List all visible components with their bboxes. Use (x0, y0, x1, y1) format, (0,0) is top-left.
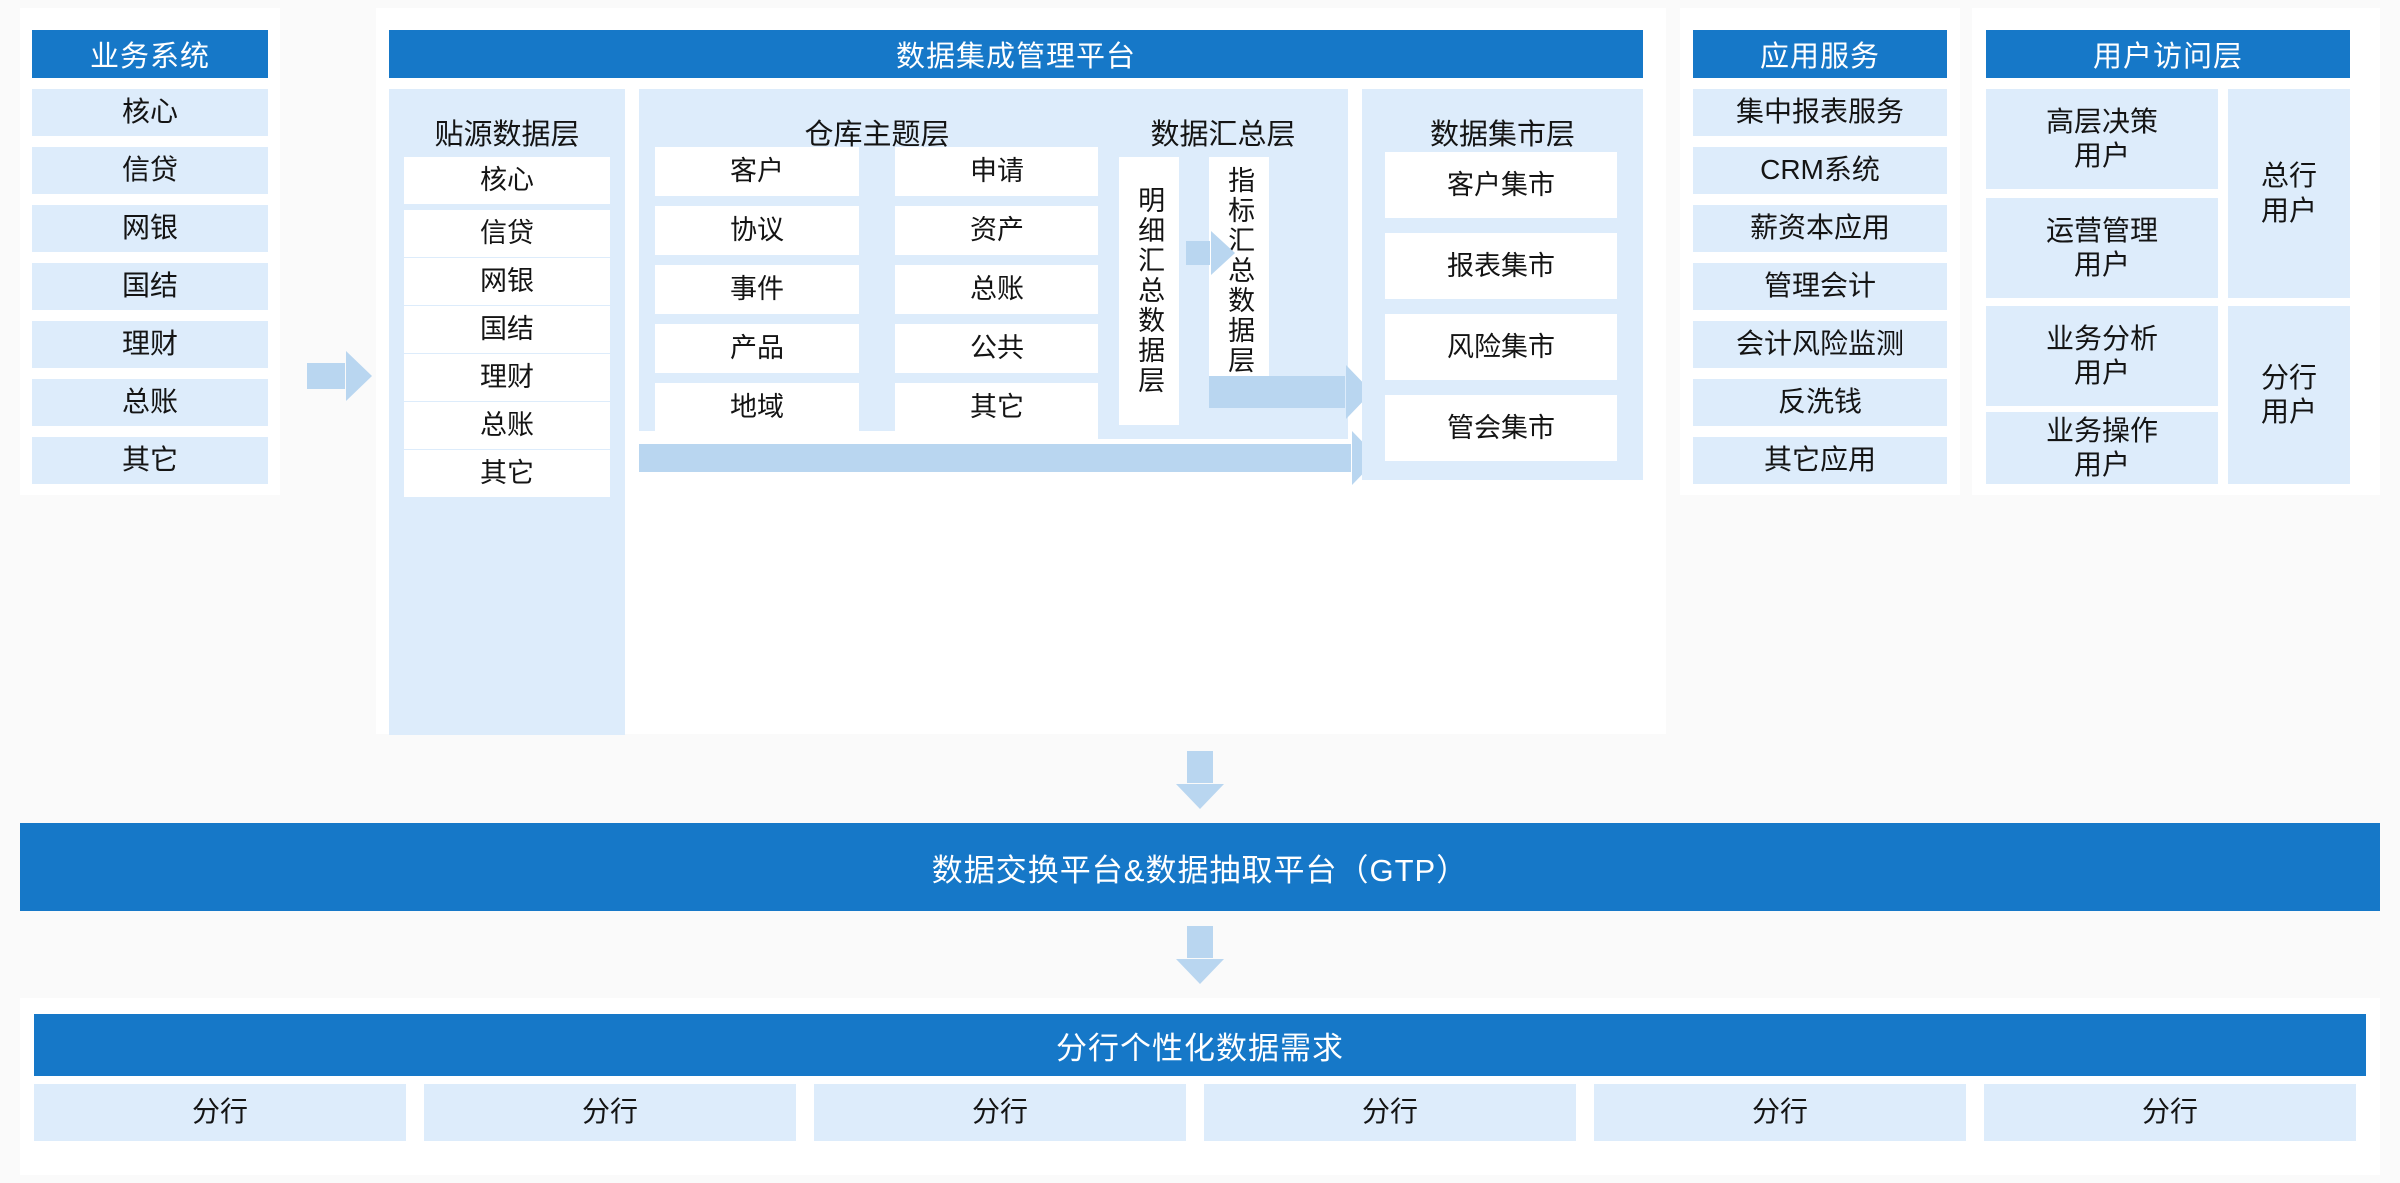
warehouse-theme-item[interactable]: 公共 (895, 324, 1099, 373)
warehouse-theme-item[interactable]: 申请 (895, 147, 1099, 196)
app-service-item[interactable]: 管理会计 (1693, 263, 1947, 310)
business-system-item[interactable]: 核心 (32, 89, 268, 136)
arrow-detail-to-index (1186, 241, 1210, 265)
branch-box[interactable]: 分行 (1204, 1084, 1576, 1141)
branch-box[interactable]: 分行 (1984, 1084, 2356, 1141)
application-services-header: 应用服务 (1693, 30, 1947, 78)
user-group-box[interactable]: 总行 用户 (2228, 89, 2350, 298)
source-layer-item[interactable]: 国结 (404, 306, 610, 353)
app-service-item[interactable]: CRM系统 (1693, 147, 1947, 194)
business-systems-panel: 业务系统 核心 信贷 网银 国结 理财 总账 其它 (20, 8, 280, 495)
warehouse-theme-item[interactable]: 协议 (655, 206, 859, 255)
branch-box[interactable]: 分行 (34, 1084, 406, 1141)
arrow-source-to-platform (307, 363, 345, 389)
source-data-layer-group: 贴源数据层 核心 信贷 网银 国结 理财 总账 其它 (389, 89, 625, 735)
arrow-platform-to-exchange (1187, 751, 1213, 783)
app-service-item[interactable]: 其它应用 (1693, 437, 1947, 484)
warehouse-theme-item[interactable]: 产品 (655, 324, 859, 373)
source-layer-item[interactable]: 总账 (404, 402, 610, 449)
branch-box[interactable]: 分行 (814, 1084, 1186, 1141)
branch-needs-bar: 分行个性化数据需求 (34, 1014, 2366, 1076)
user-role-box[interactable]: 高层决策 用户 (1986, 89, 2218, 189)
data-mart-item[interactable]: 客户集市 (1385, 152, 1617, 218)
user-role-box[interactable]: 业务操作 用户 (1986, 412, 2218, 484)
platform-header: 数据集成管理平台 (389, 30, 1643, 78)
app-service-item[interactable]: 会计风险监测 (1693, 321, 1947, 368)
application-services-panel: 应用服务 集中报表服务 CRM系统 薪资本应用 管理会计 会计风险监测 反洗钱 … (1680, 8, 1960, 495)
business-system-item[interactable]: 网银 (32, 205, 268, 252)
warehouse-theme-item[interactable]: 地域 (655, 383, 859, 432)
exchange-platform-panel: 数据交换平台&数据抽取平台（GTP） (20, 823, 2380, 911)
source-layer-item[interactable]: 理财 (404, 354, 610, 401)
exchange-platform-bar: 数据交换平台&数据抽取平台（GTP） (20, 823, 2380, 911)
data-mart-layer-title: 数据集市层 (1429, 119, 1575, 151)
warehouse-theme-item[interactable]: 其它 (895, 383, 1099, 432)
user-group-box[interactable]: 分行 用户 (2228, 306, 2350, 484)
business-system-item[interactable]: 信贷 (32, 147, 268, 194)
user-access-layer-panel: 用户访问层 高层决策 用户 运营管理 用户 业务分析 用户 业务操作 用户 总行… (1972, 8, 2380, 495)
warehouse-theme-item[interactable]: 事件 (655, 265, 859, 314)
business-systems-header: 业务系统 (32, 30, 268, 78)
user-access-layer-header: 用户访问层 (1986, 30, 2350, 78)
branch-box[interactable]: 分行 (1594, 1084, 1966, 1141)
source-layer-item[interactable]: 网银 (404, 258, 610, 305)
business-system-item[interactable]: 理财 (32, 321, 268, 368)
detail-summary-data-layer-label: 明细汇总数据层 (1134, 186, 1165, 396)
arrow-source-to-mart-long (639, 444, 1351, 472)
source-layer-item[interactable]: 信贷 (404, 210, 610, 257)
warehouse-theme-item[interactable]: 资产 (895, 206, 1099, 255)
warehouse-theme-layer-title: 仓库主题层 (804, 119, 950, 151)
data-mart-layer-group: 数据集市层 客户集市 报表集市 风险集市 管会集市 (1362, 89, 1643, 480)
data-mart-item[interactable]: 管会集市 (1385, 395, 1617, 461)
branch-box[interactable]: 分行 (424, 1084, 796, 1141)
business-system-item[interactable]: 总账 (32, 379, 268, 426)
warehouse-theme-layer-group: 仓库主题层 客户 协议 事件 产品 地域 申请 资产 总账 公共 其它 (639, 89, 1115, 432)
arrow-exchange-to-branch (1187, 926, 1213, 958)
source-data-layer-title: 贴源数据层 (434, 119, 580, 151)
detail-summary-data-layer-box[interactable]: 明细汇总数据层 (1119, 157, 1179, 425)
warehouse-theme-item[interactable]: 总账 (895, 265, 1099, 314)
source-layer-item[interactable]: 其它 (404, 450, 610, 497)
user-role-box[interactable]: 业务分析 用户 (1986, 306, 2218, 406)
business-system-item[interactable]: 其它 (32, 437, 268, 484)
user-role-box[interactable]: 运营管理 用户 (1986, 198, 2218, 298)
data-mart-item[interactable]: 风险集市 (1385, 314, 1617, 380)
source-layer-item[interactable]: 核心 (404, 157, 610, 204)
business-system-item[interactable]: 国结 (32, 263, 268, 310)
branch-needs-panel: 分行个性化数据需求 分行 分行 分行 分行 分行 分行 (20, 998, 2380, 1175)
app-service-item[interactable]: 反洗钱 (1693, 379, 1947, 426)
app-service-item[interactable]: 薪资本应用 (1693, 205, 1947, 252)
arrow-summary-to-mart (1209, 376, 1345, 408)
summary-layer-title: 数据汇总层 (1150, 119, 1296, 151)
data-integration-platform-panel: 数据集成管理平台 贴源数据层 核心 信贷 网银 国结 理财 总账 其它 仓库主题… (376, 8, 1666, 735)
data-mart-item[interactable]: 报表集市 (1385, 233, 1617, 299)
app-service-item[interactable]: 集中报表服务 (1693, 89, 1947, 136)
warehouse-theme-item[interactable]: 客户 (655, 147, 859, 196)
